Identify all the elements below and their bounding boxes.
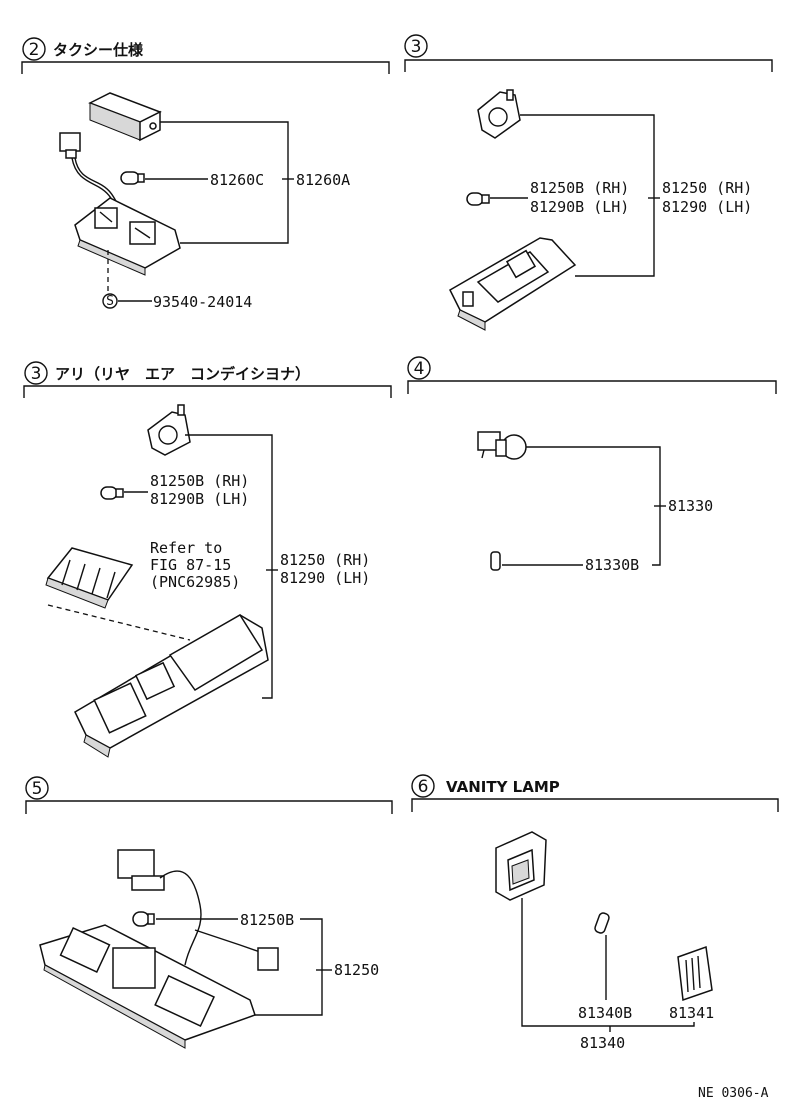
section-number: 5: [32, 779, 43, 799]
diagram-code: NE 0306-A: [698, 1086, 769, 1101]
label-81341: 81341: [669, 1004, 714, 1022]
assembly-bracket: [185, 434, 273, 699]
section-3-middle: 3 アリ（リヤ エア コンデイシヨナ）: [23, 361, 392, 758]
label-81330b: 81330B: [585, 556, 639, 574]
label-81260c: 81260C: [210, 171, 264, 189]
lamp-lens: [147, 404, 191, 456]
assembly-bracket: [160, 121, 289, 244]
section-number-circle: [411, 774, 435, 798]
section-title: VANITY LAMP: [446, 778, 560, 796]
label-81330: 81330: [668, 497, 713, 515]
label-81340: 81340: [580, 1034, 625, 1052]
vanity-lens: [677, 945, 713, 1002]
section-bracket: [411, 798, 779, 812]
label-81250: 81250: [334, 961, 379, 979]
assembly-bracket: [255, 918, 323, 1016]
lamp-housing: [39, 924, 256, 1049]
connector: [59, 132, 119, 206]
section-2: 2 タクシー仕様: [21, 37, 390, 311]
dash-line: [47, 604, 191, 641]
label-81260a: 81260A: [296, 171, 350, 189]
assembly-bracket: [520, 114, 655, 277]
section-3-top: 3 81250B (RH) 81290B (LH) 81250 (RH) 812…: [404, 34, 773, 331]
lamp-cover: [88, 92, 162, 142]
screw-symbol: S: [106, 294, 114, 309]
section-bracket: [404, 59, 773, 72]
section-number-circle: [407, 356, 431, 380]
bulb: [594, 912, 610, 934]
label-81290b-lh: 81290B (LH): [150, 490, 249, 508]
section-bracket: [23, 385, 392, 398]
label-81250b-rh: 81250B (RH): [530, 179, 629, 197]
assembly-bracket: [526, 446, 661, 566]
lamp-housing: [74, 197, 181, 276]
label-81250b-rh: 81250B (RH): [150, 472, 249, 490]
section-bracket: [407, 380, 777, 394]
label-81290b-lh: 81290B (LH): [530, 198, 629, 216]
lamp-socket: [477, 431, 527, 460]
lamp-lens: [477, 89, 521, 139]
section-number-circle: [25, 776, 49, 800]
label-81250-rh: 81250 (RH): [280, 551, 370, 569]
section-number-circle: [404, 34, 428, 58]
label-81250-rh: 81250 (RH): [662, 179, 752, 197]
assembly-bracket: [521, 898, 695, 1027]
section-title: タクシー仕様: [53, 41, 144, 59]
section-number: 3: [411, 37, 422, 57]
label-81340b: 81340B: [578, 1004, 632, 1022]
screw-symbol-circle: [102, 293, 118, 309]
rear-ac-switch: [45, 547, 134, 609]
label-81250b: 81250B: [240, 911, 294, 929]
vanity-lamp-housing: [495, 831, 547, 901]
lamp-housing: [74, 613, 269, 758]
screw-icon: [149, 122, 157, 130]
section-number: 6: [418, 777, 429, 797]
section-4: 4 81330 81330B: [407, 356, 777, 574]
section-number-circle: [22, 37, 46, 61]
section-number: 4: [414, 359, 425, 379]
bulb: [132, 911, 155, 927]
refer-to-line1: Refer to: [150, 539, 222, 557]
section-number-circle: [24, 361, 48, 385]
section-5: 5 81250B 81250: [25, 776, 393, 1049]
section-bracket: [21, 61, 390, 74]
lamp-housing: [449, 237, 577, 331]
bulb: [466, 192, 490, 206]
section-6: 6 VANITY LAMP 81340B 81341 81340: [411, 774, 779, 1052]
section-title: アリ（リヤ エア コンデイシヨナ）: [55, 365, 310, 383]
refer-to-line3: (PNC62985): [150, 573, 240, 591]
label-81290-lh: 81290 (LH): [662, 198, 752, 216]
section-bracket: [25, 800, 393, 814]
plug: [194, 929, 279, 971]
label-81290-lh: 81290 (LH): [280, 569, 370, 587]
bulb: [120, 171, 145, 185]
label-screw: 93540-24014: [153, 293, 252, 311]
section-number: 2: [29, 40, 40, 60]
bulb: [490, 551, 501, 571]
connector: [117, 849, 202, 966]
bulb: [100, 486, 124, 500]
refer-to-line2: FIG 87-15: [150, 556, 231, 574]
section-number: 3: [31, 364, 42, 384]
